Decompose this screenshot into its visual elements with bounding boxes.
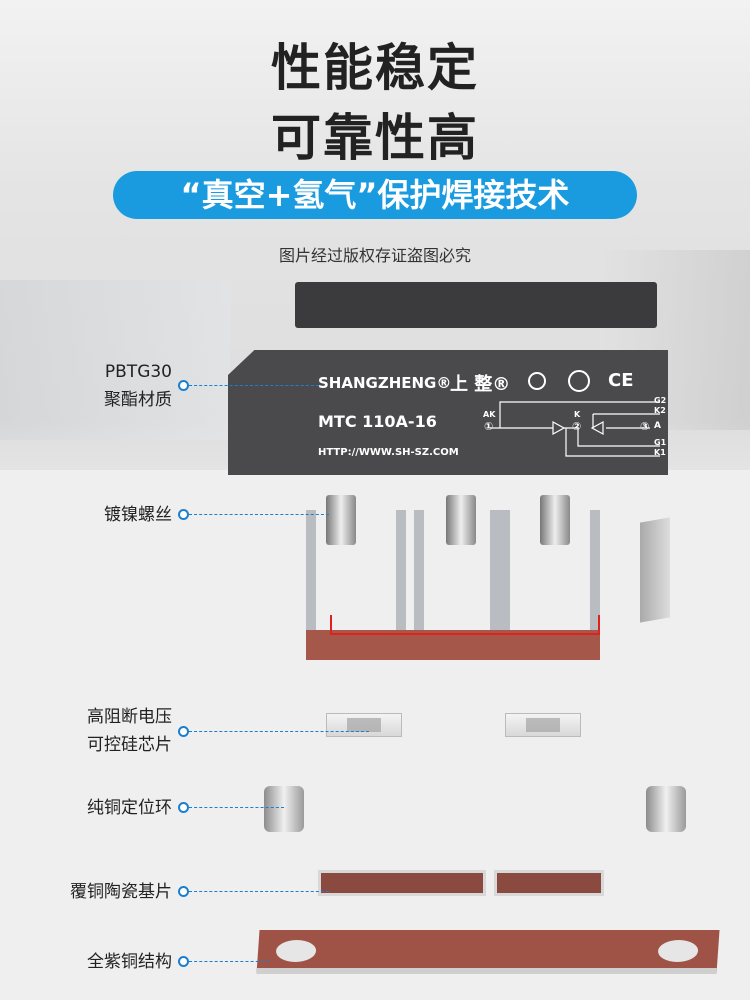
gate-terminal — [640, 517, 670, 623]
label-chip: 高阻断电压可控硅芯片 — [87, 703, 172, 759]
copper-baseplate — [256, 930, 720, 974]
lab-background-left — [0, 280, 230, 440]
nickel-screw — [446, 495, 476, 545]
pin-k-label: K — [574, 410, 581, 419]
label-base: 全紫铜结构 — [87, 952, 172, 972]
pin-2-label: ② — [572, 420, 582, 433]
pin-k2-label: K2 — [654, 406, 666, 415]
label-ring: 纯铜定位环 — [87, 798, 172, 818]
dbc-ceramic-substrate — [318, 870, 486, 896]
label-text: PBTG30 — [104, 362, 172, 382]
pin-a-label: A — [654, 421, 661, 431]
ce-mark: CE — [608, 370, 634, 391]
logo-icon — [528, 372, 546, 390]
label-text: 高阻断电压 — [87, 707, 172, 727]
label-ceramic: 覆铜陶瓷基片 — [70, 882, 172, 902]
headline-line1: 性能稳定 — [271, 39, 479, 97]
pin-ak-label: AK — [483, 410, 496, 419]
dbc-ceramic-substrate — [494, 870, 604, 896]
headline-line2: 可靠性高 — [271, 109, 479, 167]
certification-seal-icon — [568, 370, 590, 392]
nickel-screw — [326, 495, 356, 545]
callout-dot — [178, 509, 189, 520]
callout-line — [189, 891, 329, 892]
pin-1-label: ① — [484, 420, 494, 433]
label-text: 聚酯材质 — [104, 390, 172, 410]
callout-line — [189, 385, 319, 386]
copyright-notice: 图片经过版权存证盗图必究 — [278, 246, 471, 265]
circuit-diagram — [490, 401, 660, 457]
model-number: MTC 110A-16 — [318, 412, 437, 431]
pin-g2-label: G2 — [654, 396, 667, 405]
thyristor-chip — [326, 713, 402, 737]
callout-dot — [178, 726, 189, 737]
module-housing: SHANGZHENG® 上 整® CE MTC 110A-16 HTTP://W… — [228, 350, 668, 475]
technology-banner: “真空+氢气”保护焊接技术 — [113, 171, 637, 219]
callout-line — [189, 807, 284, 808]
thyristor-chip — [505, 713, 581, 737]
website-url: HTTP://WWW.SH-SZ.COM — [318, 447, 459, 458]
label-screws: 镀镍螺丝 — [104, 505, 172, 525]
nickel-screw — [540, 495, 570, 545]
callout-line — [189, 514, 329, 515]
mounting-hole — [275, 940, 317, 962]
callout-line — [189, 731, 369, 732]
pin-k1-label: K1 — [654, 448, 666, 457]
callout-line — [189, 961, 269, 962]
callout-dot — [178, 886, 189, 897]
copper-bridge — [306, 630, 600, 660]
brand-cn-text: 上 整® — [450, 374, 511, 395]
brand-text: SHANGZHENG® — [318, 374, 452, 392]
pin-g1-label: G1 — [654, 438, 667, 447]
callout-dot — [178, 802, 189, 813]
mounting-hole — [657, 940, 699, 962]
callout-dot — [178, 380, 189, 391]
callout-dot — [178, 956, 189, 967]
label-housing-material: PBTG30 聚酯材质 — [104, 358, 172, 414]
label-text: 可控硅芯片 — [87, 735, 172, 755]
copper-locating-ring — [264, 786, 304, 832]
pin-3-label: ③ — [640, 420, 650, 433]
gate-lead-wire — [330, 615, 600, 635]
copper-locating-ring — [646, 786, 686, 832]
module-lid — [295, 282, 657, 328]
